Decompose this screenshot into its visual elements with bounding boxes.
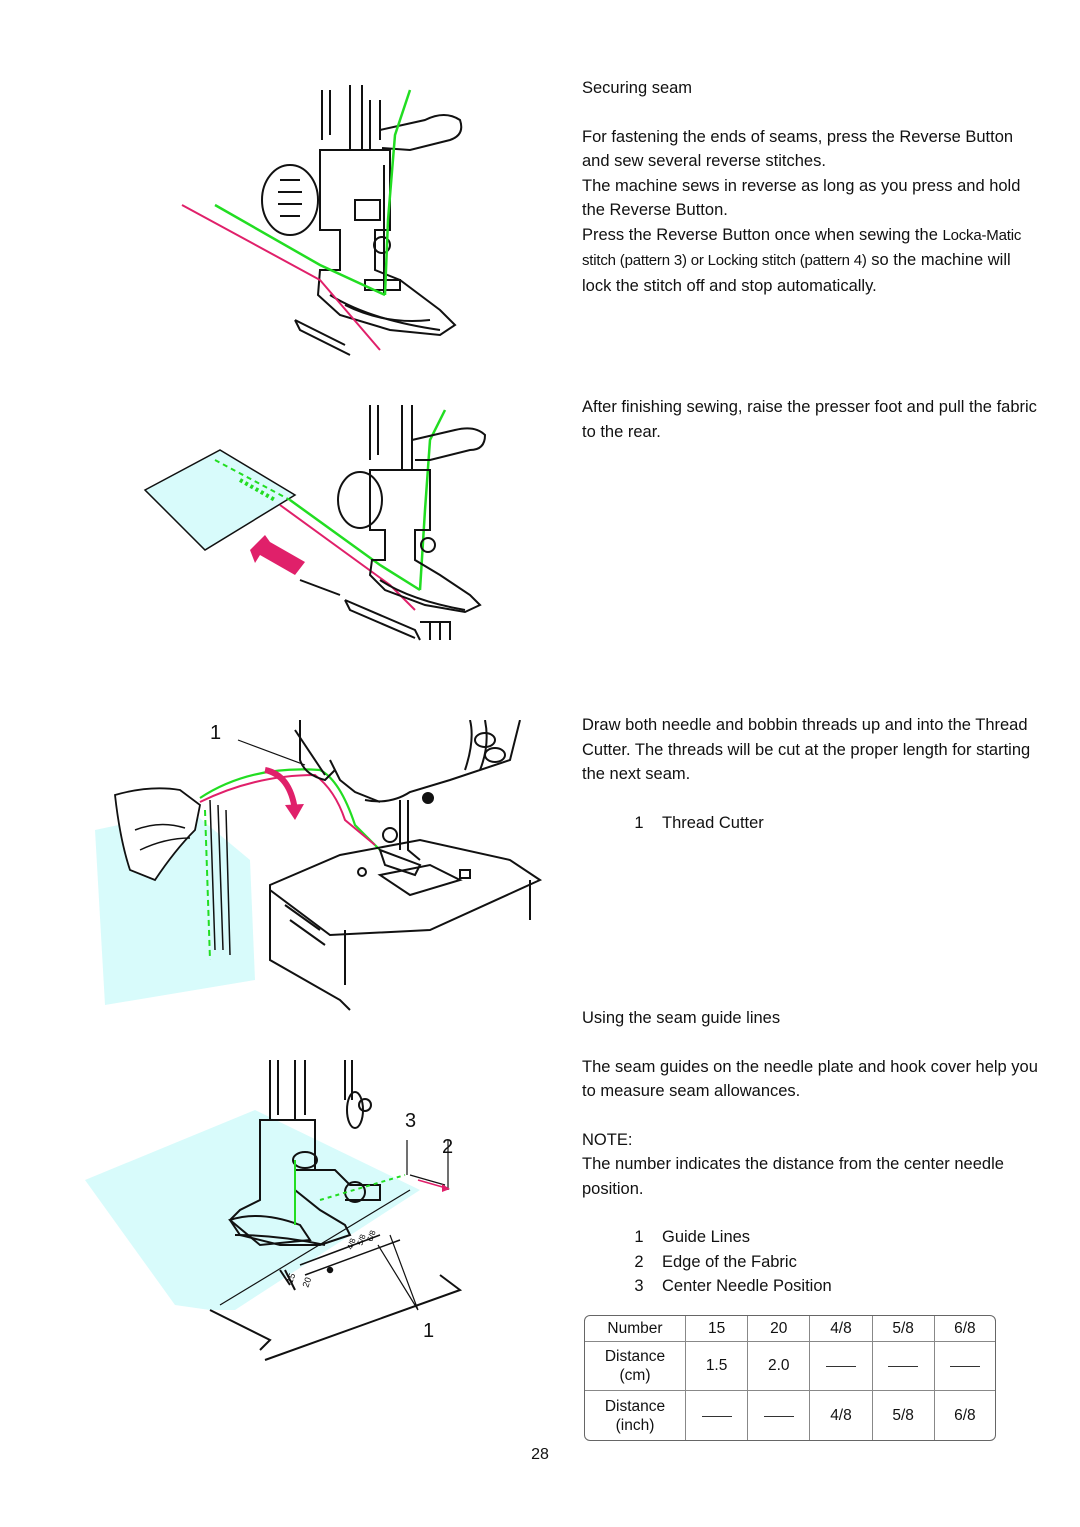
callout-center-needle: 3	[405, 1110, 417, 1132]
row-sublabel: (inch)	[615, 1416, 655, 1434]
legend-item: 2 Edge of the Fabric	[582, 1250, 1042, 1275]
legend-number: 3	[634, 1277, 644, 1295]
row-sublabel: (cm)	[619, 1366, 651, 1384]
row-label: Distance	[604, 1347, 666, 1365]
table-cell: 6/8	[954, 1407, 976, 1425]
legend-number: 1	[634, 813, 644, 832]
table-header-cell: Number	[585, 1316, 686, 1342]
callout-guide-lines: 1	[423, 1320, 435, 1342]
legend-label: Guide Lines	[662, 1228, 751, 1246]
legend-item: 1 Thread Cutter	[582, 811, 1042, 836]
table-cell: 4/8	[810, 1316, 873, 1342]
table-cell: 15	[686, 1316, 749, 1342]
thread-cutter-paragraph: Draw both needle and bobbin threads up a…	[582, 716, 1031, 783]
callout-fabric-edge: 2	[442, 1136, 454, 1158]
securing-seam-p3b: Locka-Matic stitch (pattern 3) or Lockin…	[582, 226, 1022, 270]
table-cell: 4/8	[810, 1391, 873, 1440]
securing-seam-paragraph-2: The machine sews in reverse as long as y…	[582, 176, 1021, 220]
securing-seam-p3a: Press the Reverse Button once when sewin…	[582, 225, 943, 244]
table-row-number: Number 15 20 4/8 5/8 6/8	[585, 1316, 995, 1342]
securing-seam-illustration	[181, 85, 463, 356]
dash-mark	[701, 1415, 732, 1417]
thread-cutter-illustration	[95, 720, 543, 1011]
dash-mark	[763, 1415, 794, 1417]
plate-mark-4-8: 4/8	[345, 1237, 357, 1251]
seam-allowance-table: Number 15 20 4/8 5/8 6/8 Distance(cm) 1.…	[584, 1315, 996, 1441]
dash-mark	[825, 1365, 856, 1367]
legend-item: 3 Center Needle Position	[582, 1274, 1042, 1299]
table-cell: 1.5	[686, 1341, 749, 1392]
row-label: Distance	[604, 1397, 666, 1415]
table-cell: 6/8	[934, 1316, 995, 1342]
table-cell: 2.0	[748, 1341, 811, 1392]
seam-guide-legend: 1 Guide Lines 2 Edge of the Fabric 3 Center…	[582, 1225, 1042, 1299]
table-cell-empty	[872, 1341, 935, 1392]
table-row-cm: Distance(cm) 1.5 2.0	[585, 1341, 995, 1392]
rotate-arrow-icon	[285, 804, 304, 820]
table-header-cell: Distance(cm)	[585, 1341, 686, 1392]
table-cell-empty	[810, 1341, 873, 1392]
table-cell-empty	[748, 1391, 811, 1440]
thread-cutter-section: Draw both needle and bobbin threads up a…	[582, 713, 1042, 835]
table-row-inch: Distance(inch) 4/8 5/8 6/8	[585, 1391, 995, 1440]
finishing-sewing-illustration	[143, 405, 487, 641]
seam-guide-heading: Using the seam guide lines	[582, 1009, 781, 1027]
plate-mark-6-8: 6/8	[365, 1229, 377, 1243]
seam-guide-illustration: 15 20 4/8 5/8 6/8	[85, 1060, 463, 1361]
table-cell-empty	[686, 1391, 749, 1440]
dash-mark	[888, 1365, 919, 1367]
plate-mark-15: 15	[284, 1272, 297, 1285]
securing-seam-p3c: so the machine will lock the stitch off …	[582, 251, 1011, 295]
plate-mark-5-8: 5/8	[355, 1233, 367, 1247]
legend-label: Center Needle Position	[662, 1277, 832, 1295]
note-label: NOTE:	[582, 1130, 633, 1149]
legend-number: 2	[634, 1252, 644, 1271]
page-number: 28	[531, 1446, 549, 1463]
finishing-paragraph: After finishing sewing, raise the presse…	[582, 398, 1037, 441]
legend-label: Thread Cutter	[662, 813, 764, 832]
seam-guide-paragraph: The seam guides on the needle plate and …	[582, 1057, 1038, 1101]
plate-mark-20: 20	[300, 1276, 313, 1289]
table-cell: 5/8	[872, 1316, 935, 1342]
dash-mark	[949, 1365, 980, 1367]
legend-item: 1 Guide Lines	[582, 1225, 1042, 1250]
legend-number: 1	[634, 1228, 644, 1246]
legend-label: Edge of the Fabric	[662, 1252, 797, 1271]
seam-guide-section: Using the seam guide lines The seam guid…	[582, 1006, 1042, 1299]
table-cell-empty	[934, 1342, 995, 1392]
securing-seam-paragraph-3: Press the Reverse Button once when sewin…	[582, 223, 1042, 299]
thread-cutter-legend: 1 Thread Cutter	[582, 811, 1042, 836]
callout-thread-cutter: 1	[210, 722, 222, 744]
note-text: The number indicates the distance from t…	[582, 1155, 1004, 1198]
table-cell: 5/8	[873, 1391, 935, 1440]
finishing-section: After finishing sewing, raise the presse…	[582, 395, 1042, 444]
pull-direction-arrow-icon	[250, 535, 305, 575]
table-cell: 20	[748, 1316, 811, 1342]
securing-seam-paragraph-1: For fastening the ends of seams, press t…	[582, 127, 1014, 171]
table-header-cell: Distance(inch)	[585, 1391, 686, 1440]
securing-seam-section: Securing seam For fastening the ends of …	[582, 76, 1042, 298]
securing-seam-heading: Securing seam	[582, 79, 693, 97]
